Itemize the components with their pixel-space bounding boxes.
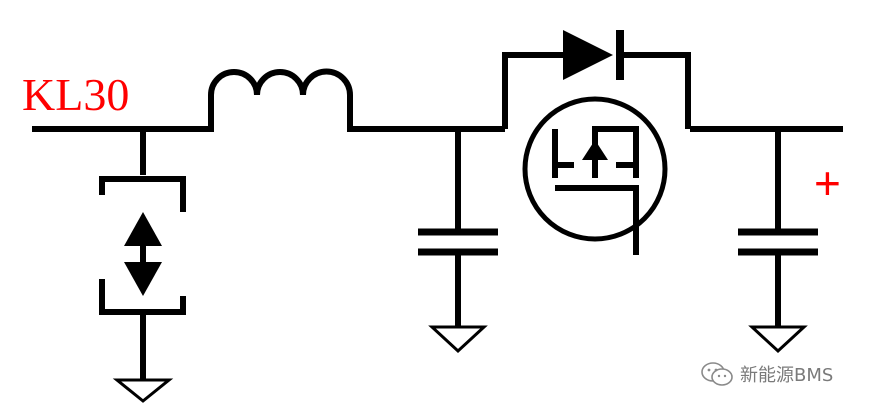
output-capacitor-plates bbox=[738, 228, 818, 256]
bypass-diode-triangle bbox=[563, 30, 613, 80]
ground-symbol-left bbox=[112, 378, 174, 403]
wechat-icon bbox=[701, 362, 733, 386]
tvs-diode bbox=[99, 129, 186, 380]
mosfet-body-diode-arrow bbox=[582, 140, 608, 160]
watermark-text: 新能源BMS bbox=[740, 365, 834, 386]
output-polarity-label: + bbox=[814, 157, 841, 209]
mosfet-symbol bbox=[522, 96, 668, 255]
supply-rail-wire bbox=[32, 95, 843, 132]
watermark: 新能源BMS bbox=[700, 361, 833, 387]
ground-symbol-right bbox=[748, 325, 808, 354]
net-label-kl30: KL30 bbox=[22, 69, 130, 120]
ground-symbol-mid bbox=[428, 325, 488, 354]
input-capacitor-plates bbox=[418, 228, 498, 256]
bypass-diode-wire bbox=[502, 52, 691, 129]
inductor-coil bbox=[208, 68, 353, 96]
tvs-triangles bbox=[124, 212, 162, 296]
